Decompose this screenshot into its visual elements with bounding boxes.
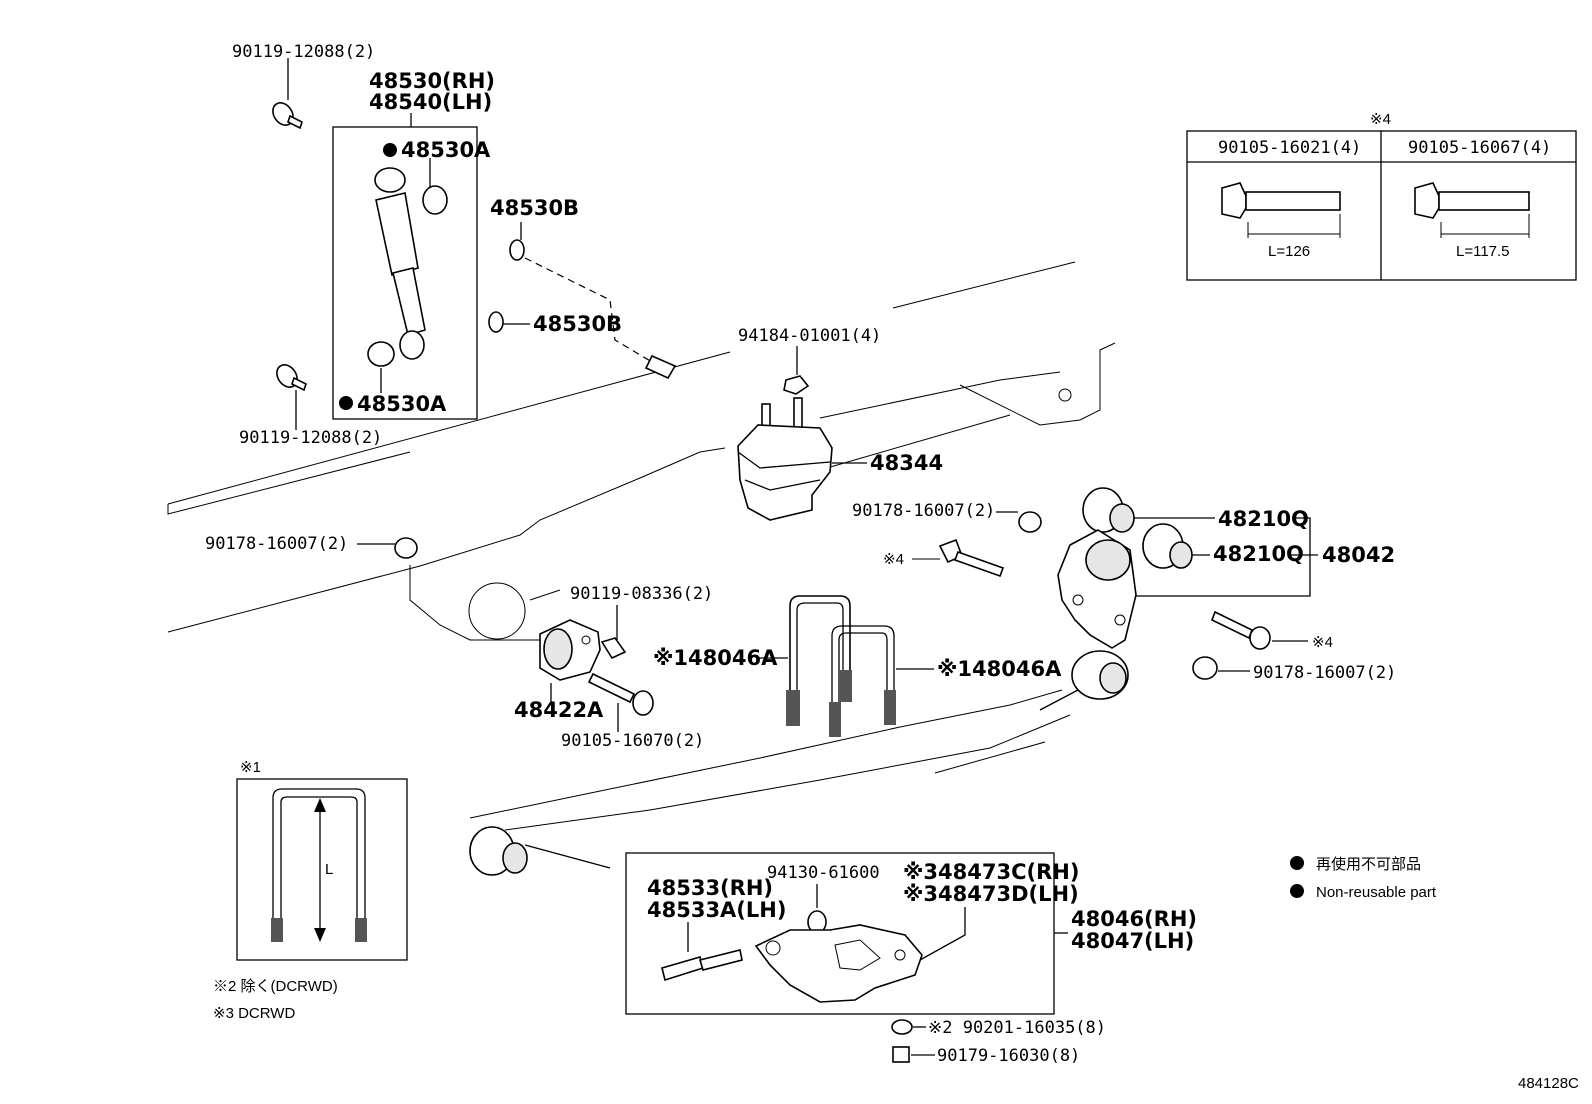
nut-left-label: 90178-16007(2) <box>205 534 348 554</box>
pin-lh-label: 48533A(LH) <box>647 898 786 922</box>
bushing-upper-label: 48530A <box>401 138 491 162</box>
bumper-nut-label: 94184-01001(4) <box>738 326 881 346</box>
washer-lower <box>488 311 504 333</box>
spring-washer-label: ※2 90201-16035(8) <box>928 1018 1106 1038</box>
bracket-bolt-small-label: 90119-08336(2) <box>570 584 713 604</box>
reference-code: 484128C <box>1518 1075 1579 1092</box>
note4-mid-label: ※4 <box>883 551 904 568</box>
inset1-dimension: L <box>325 861 333 878</box>
shackle-bushing-2-label: 48210Q <box>1213 542 1304 566</box>
bracket-label: 48422A <box>514 698 604 722</box>
ubolt-right-label: ※148046A <box>937 657 1062 681</box>
nut-mid <box>1018 511 1042 533</box>
bolt-lower-label: 90119-12088(2) <box>239 428 382 448</box>
inset1-note: ※1 <box>240 759 261 776</box>
spring-nut-bottom <box>892 1046 935 1063</box>
plate-c-label: ※348473C(RH) <box>903 860 1079 884</box>
shackle-bushing-1 <box>1082 487 1135 533</box>
shackle-nut <box>1192 656 1218 680</box>
bracket-bolt-small <box>600 637 627 660</box>
note2-label: ※2 除く(DCRWD) <box>213 978 338 995</box>
bolt-lower <box>276 364 307 430</box>
ubolt-right <box>829 625 896 737</box>
bolt-length-table <box>1186 130 1577 281</box>
shackle-nut-label: 90178-16007(2) <box>1253 663 1396 683</box>
bolt-upper <box>272 58 303 130</box>
bushing-upper-48530A <box>383 143 448 215</box>
washer-upper <box>509 239 525 261</box>
bumper-nut <box>783 375 810 395</box>
shackle-bushing-1-label: 48210Q <box>1218 507 1309 531</box>
legend: 再使用不可部品 Non-reusable part <box>1290 856 1437 901</box>
spring-nut-label: 94130-61600 <box>767 863 880 883</box>
nut-mid-label: 90178-16007(2) <box>852 501 995 521</box>
bump-stopper <box>737 397 833 521</box>
shackle-note4-label: ※4 <box>1312 634 1333 651</box>
shock-box <box>332 126 478 420</box>
bumper-label: 48344 <box>870 451 943 475</box>
ubolt-inset <box>236 778 408 961</box>
ubolt-left <box>786 595 852 726</box>
frame-rail <box>167 261 1116 831</box>
note3-label: ※3 DCRWD <box>213 1005 295 1022</box>
washer-lower-label: 48530B <box>533 312 622 336</box>
shackle-bolt <box>1210 610 1254 640</box>
shock-absorber <box>374 167 426 360</box>
bolt-upper-label: 90119-12088(2) <box>232 42 375 62</box>
plate-d-label: ※348473D(LH) <box>903 882 1079 906</box>
legend-bullet-icon <box>1290 884 1304 898</box>
shackle-bushing-2 <box>1142 523 1193 569</box>
frame-stud <box>644 354 677 380</box>
bracket-48422A <box>539 619 601 681</box>
nut-left <box>394 537 418 559</box>
shock-rh-label: 48530(RH) <box>369 69 495 93</box>
legend-en: Non-reusable part <box>1316 884 1437 901</box>
table4-note: ※4 <box>1370 111 1391 128</box>
spring-nut-bottom-label: 90179-16030(8) <box>937 1046 1080 1066</box>
legend-bullet-icon <box>1290 856 1304 870</box>
spring-seat-plate <box>754 924 923 1003</box>
legend-jp: 再使用不可部品 <box>1316 856 1421 873</box>
shock-lh-label: 48540(LH) <box>369 90 492 114</box>
shackle-plate <box>1057 529 1137 649</box>
shackle-assembly-label: 48042 <box>1322 543 1395 567</box>
table4-col1-part: 90105-16021(4) <box>1218 138 1361 158</box>
table4-col2-length: L=117.5 <box>1456 243 1510 260</box>
spring-rh-label: 48046(RH) <box>1071 907 1197 931</box>
spring-washer <box>891 1019 926 1035</box>
bracket-bolt-large <box>587 672 636 704</box>
pin-rh-label: 48533(RH) <box>647 876 773 900</box>
washer-upper-label: 48530B <box>490 196 579 220</box>
bracket-bolt-large-label: 90105-16070(2) <box>561 731 704 751</box>
spring-lh-label: 48047(LH) <box>1071 929 1194 953</box>
bushing-lower-label: 48530A <box>357 392 447 416</box>
center-pin <box>661 949 743 982</box>
table4-col2-part: 90105-16067(4) <box>1408 138 1551 158</box>
bushing-lower-48530A <box>339 341 395 410</box>
table4-col1-length: L=126 <box>1268 243 1310 260</box>
leaf-spring <box>469 650 1129 876</box>
